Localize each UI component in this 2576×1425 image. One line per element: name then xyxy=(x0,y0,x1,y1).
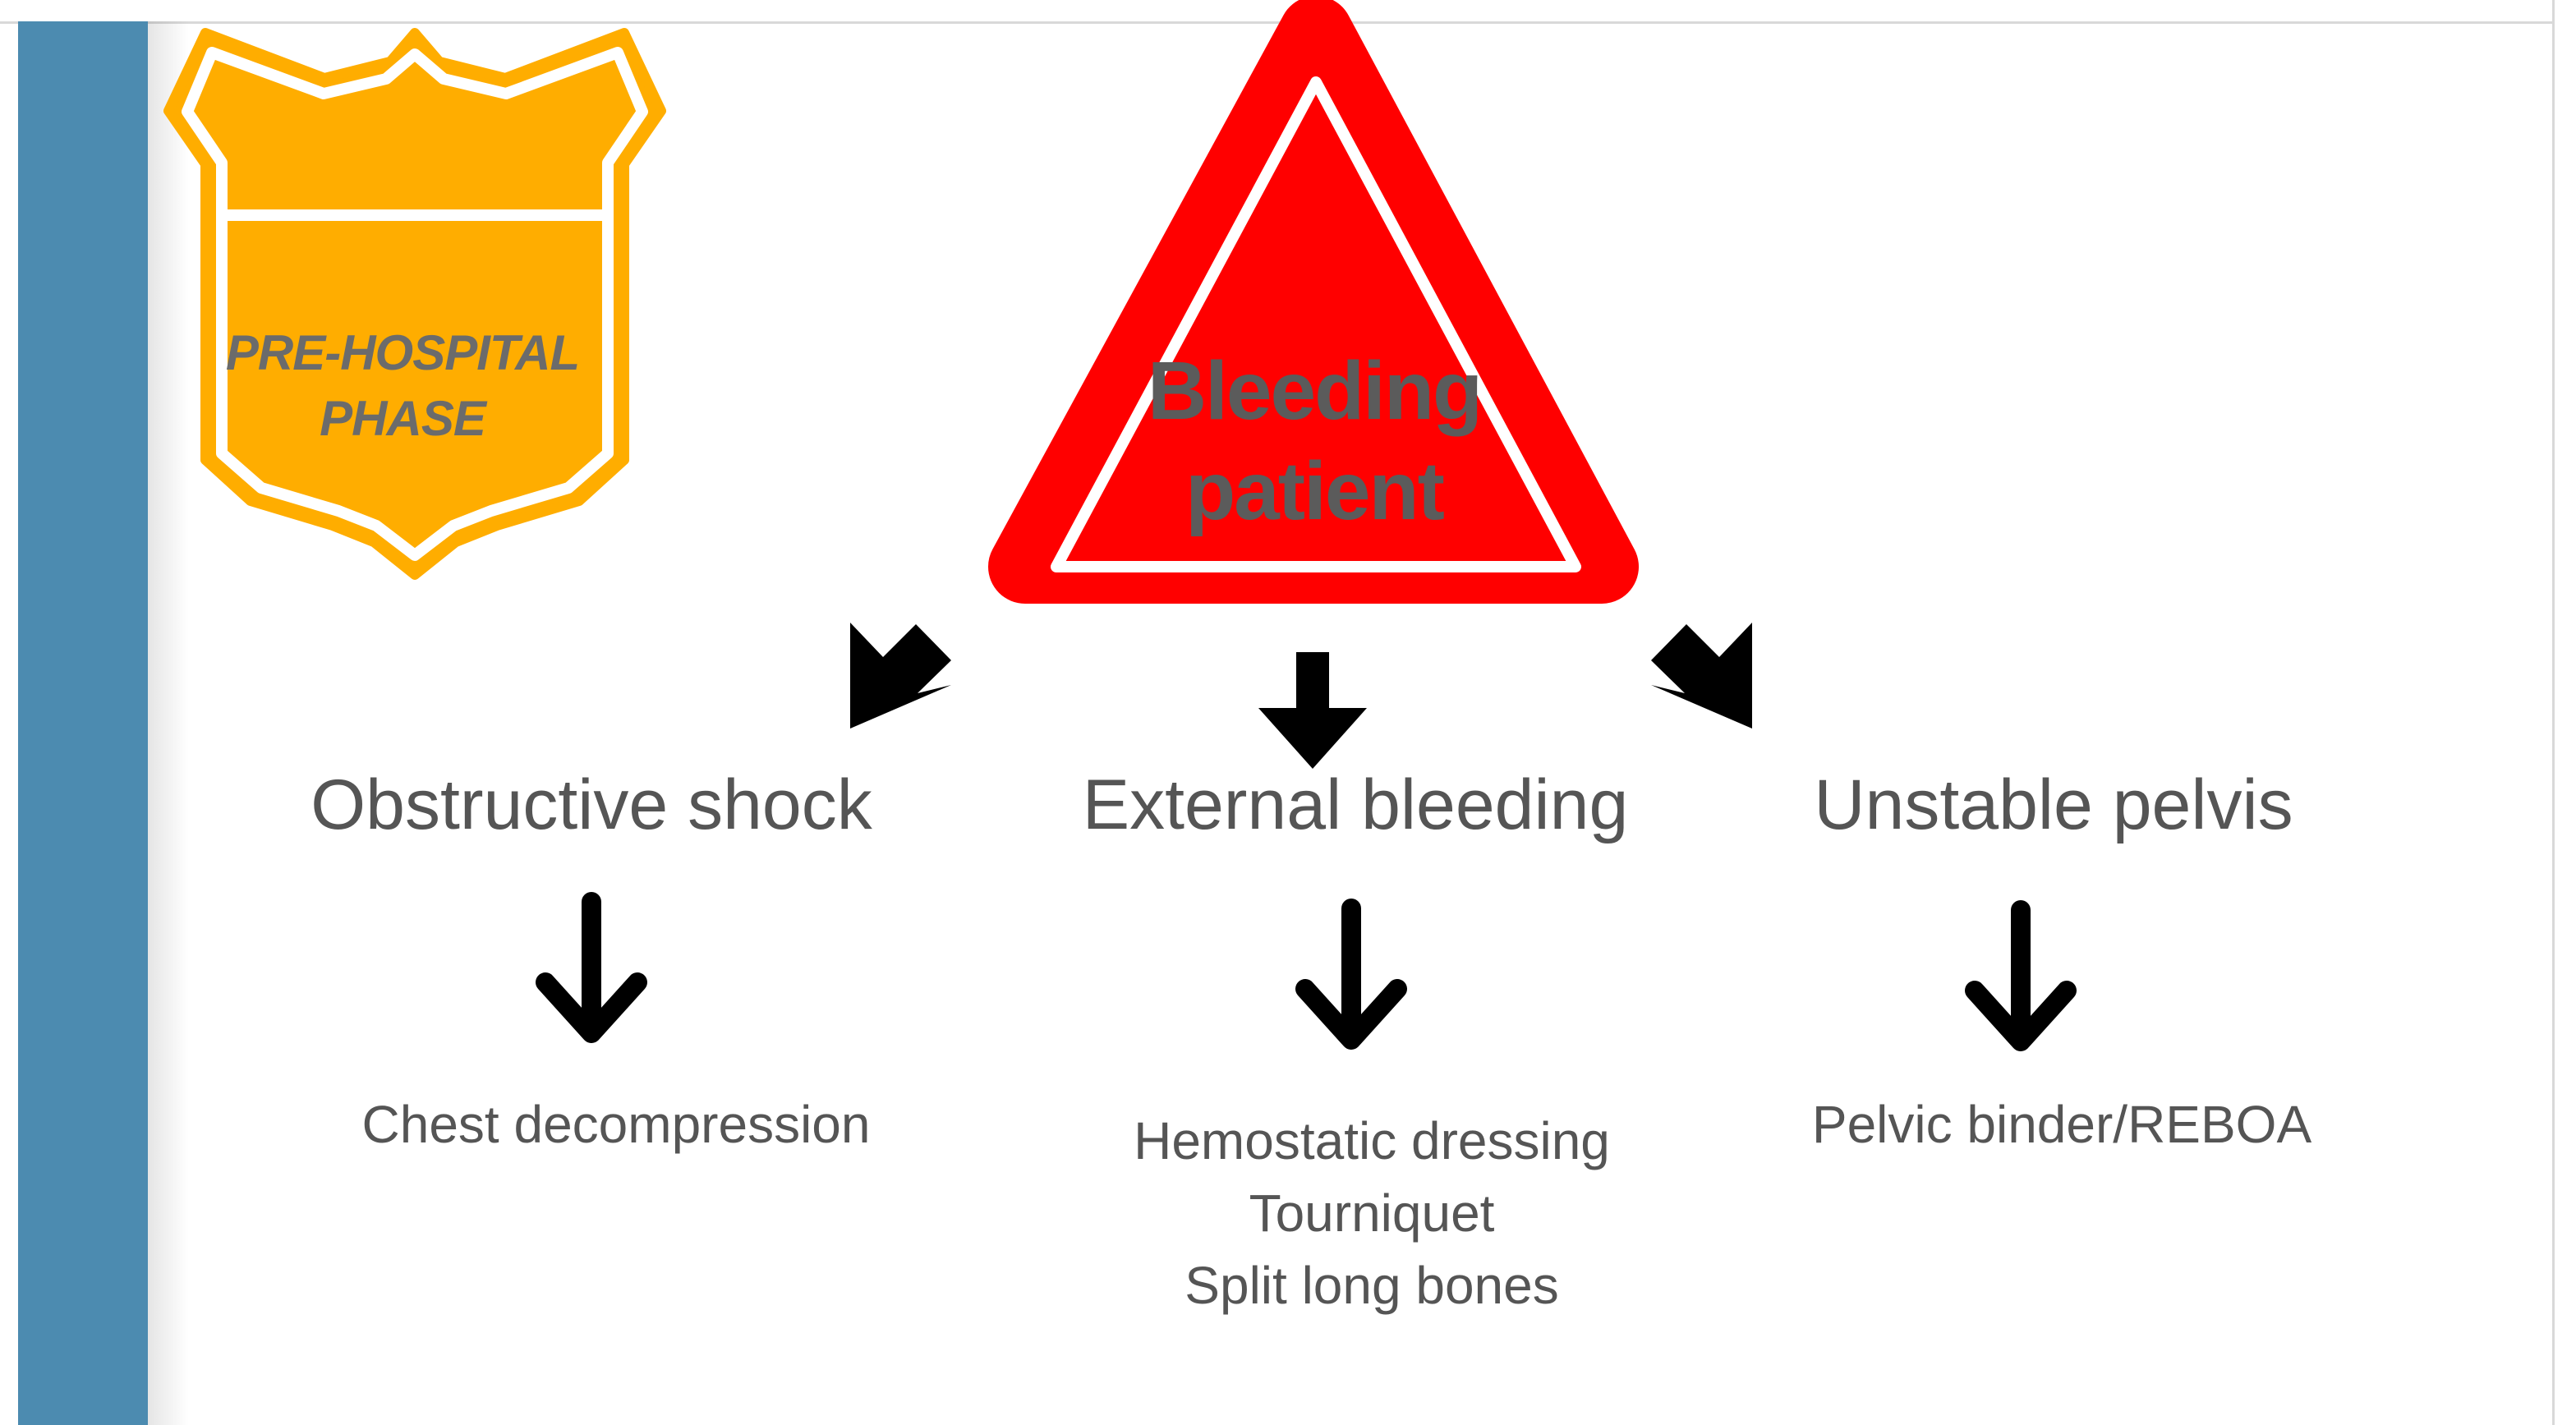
sidebar-shadow xyxy=(148,21,189,1425)
warning-line-2: patient xyxy=(1185,445,1445,537)
warning-line-1: Bleeding xyxy=(1147,345,1483,437)
warning-triangle-icon xyxy=(988,0,1639,604)
intervention-tourniquet: Tourniquet xyxy=(1249,1184,1495,1243)
badge-line-1: PRE-HOSPITAL xyxy=(225,325,580,380)
intervention-hemostatic-dressing: Hemostatic dressing xyxy=(1134,1111,1610,1170)
badge-line-2: PHASE xyxy=(320,391,486,446)
arrow-down-external-icon xyxy=(1295,899,1407,1050)
frame-left-edge xyxy=(0,0,18,1425)
arrow-down-right-icon xyxy=(1651,623,1752,729)
arrow-down-left-icon xyxy=(850,623,951,729)
shield-badge-label: PRE-HOSPITAL PHASE xyxy=(164,320,641,452)
category-obstructive-shock: Obstructive shock xyxy=(310,765,872,844)
left-sidebar-stripe xyxy=(18,21,148,1425)
shield-badge-icon xyxy=(163,28,666,580)
warning-triangle-label: Bleeding patient xyxy=(1060,341,1569,541)
arrow-down-chest-icon xyxy=(536,892,647,1043)
category-unstable-pelvis: Unstable pelvis xyxy=(1814,765,2293,844)
intervention-pelvic-binder-reboa: Pelvic binder/REBOA xyxy=(1811,1095,2312,1154)
intervention-chest-decompression: Chest decompression xyxy=(361,1095,871,1154)
arrow-down-center-icon xyxy=(1258,652,1367,769)
category-external-bleeding: External bleeding xyxy=(1082,765,1629,844)
intervention-external-bleeding-list: Hemostatic dressing Tourniquet Split lon… xyxy=(1035,1105,1709,1322)
intervention-split-long-bones: Split long bones xyxy=(1184,1256,1559,1315)
frame-right-edge xyxy=(2552,0,2576,1425)
arrow-down-pelvis-icon xyxy=(1965,900,2077,1051)
